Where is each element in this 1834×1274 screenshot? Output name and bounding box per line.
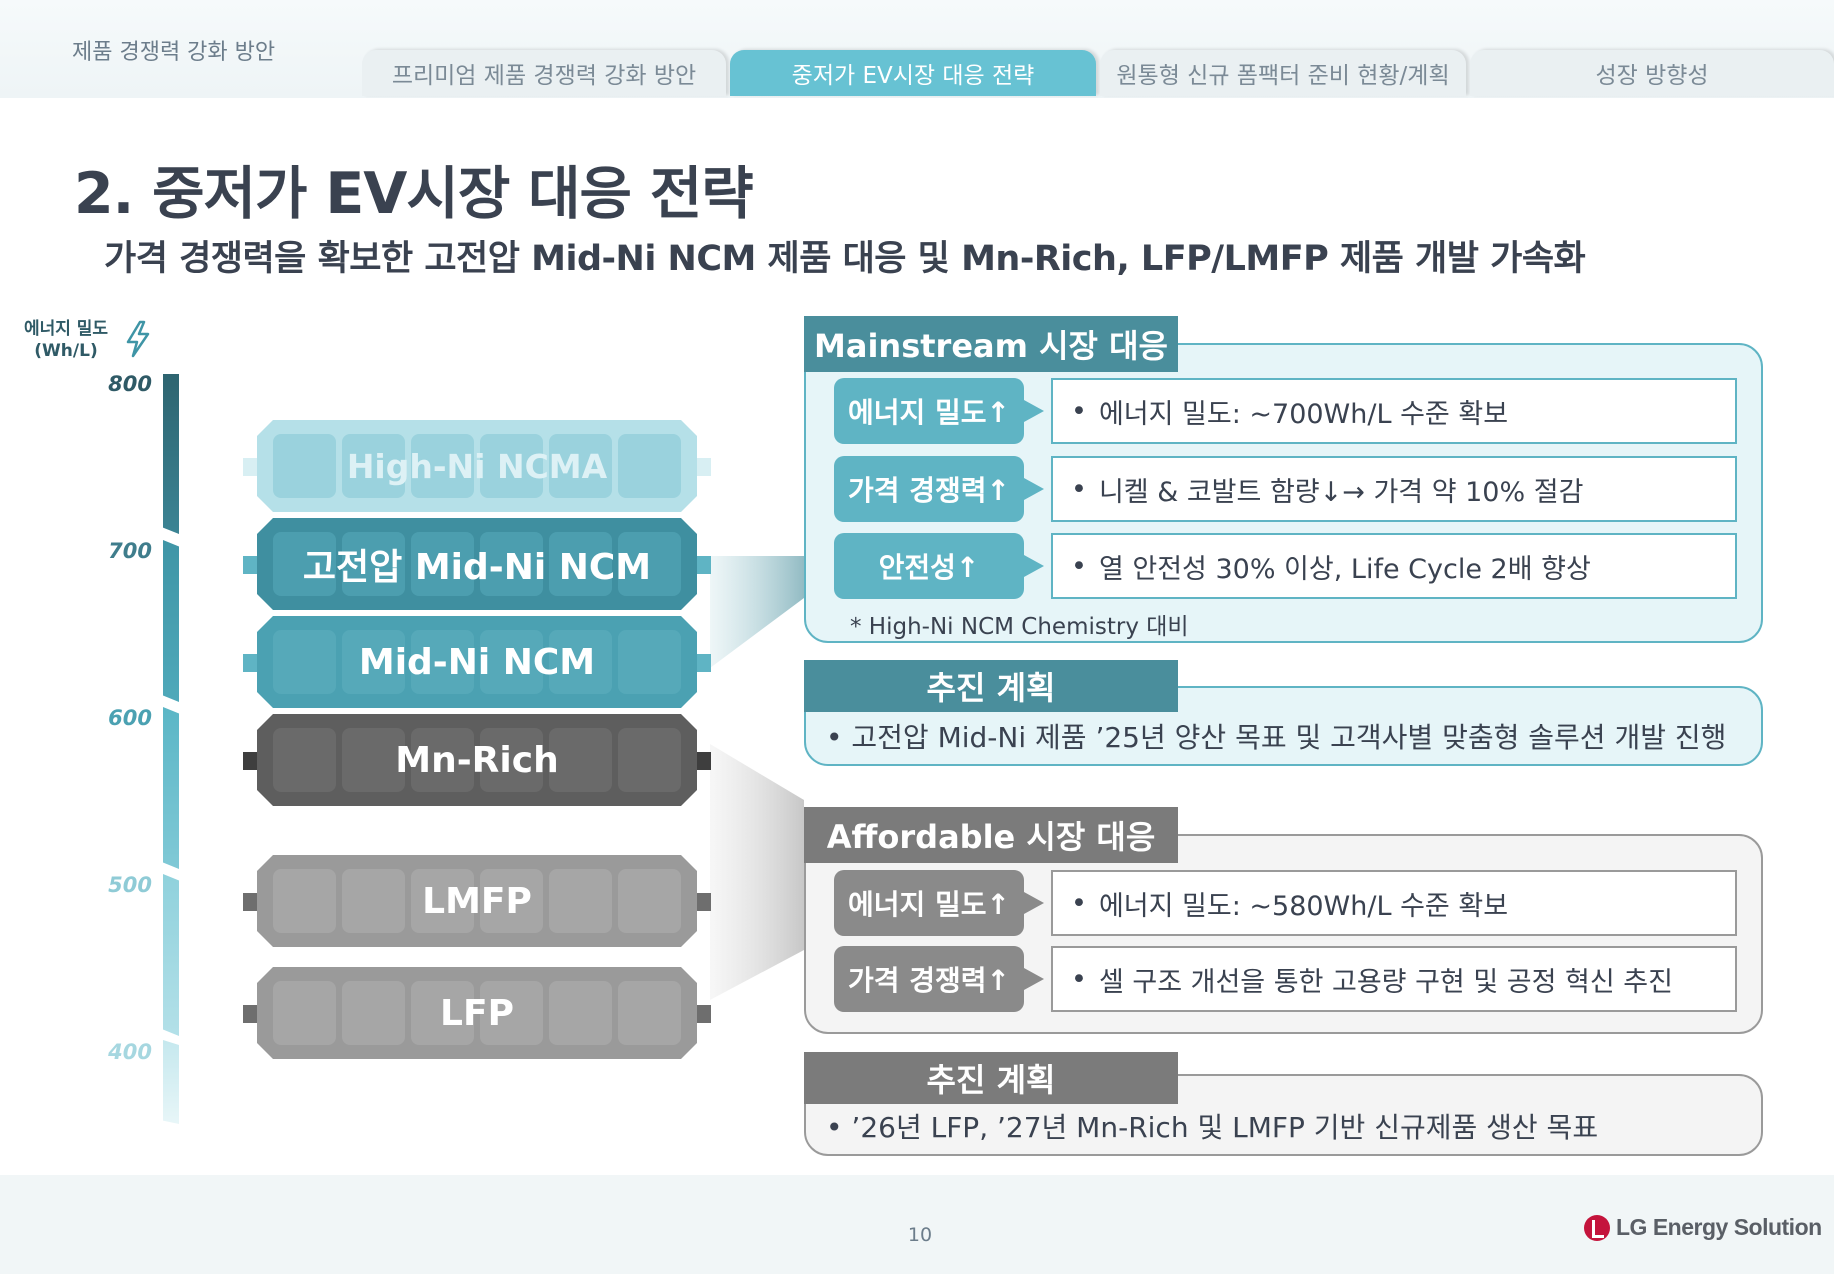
tab-mid-low-ev[interactable]: 중저가 EV시장 대응 전략 [730, 50, 1096, 96]
mainstream-header: Mainstream 시장 대응 [804, 316, 1178, 372]
footer-band [0, 1175, 1834, 1274]
tick-label-400: 400 [108, 1040, 152, 1064]
tab-cylindrical[interactable]: 원통형 신규 폼팩터 준비 현황/계획 [1100, 50, 1466, 96]
pill-safety: 안전성↑ [834, 533, 1044, 599]
affordable-plan-text: • ’26년 LFP, ’27년 Mn-Rich 및 LMFP 기반 신규제품 … [826, 1111, 1599, 1144]
desc-text: 에너지 밀도: ~700Wh/L 수준 확보 [1098, 398, 1509, 430]
page-subtitle: 가격 경쟁력을 확보한 고전압 Mid-Ni NCM 제품 대응 및 Mn-Ri… [104, 239, 1586, 279]
desc-price-competitiveness: • 셀 구조 개선을 통한 고용량 구현 및 공정 혁신 추진 [1051, 946, 1737, 1012]
tick-label-700: 700 [108, 539, 152, 563]
pack-label: LFP [440, 992, 514, 1034]
brand-logo: LG Energy Solution [1584, 1214, 1822, 1241]
tick-label-800: 800 [108, 372, 152, 396]
tab-growth[interactable]: 성장 방향성 [1470, 50, 1834, 96]
axis-segment-800-700 [163, 374, 179, 534]
axis-title: 에너지 밀도 (Wh/L) [23, 319, 109, 361]
desc-price-competitiveness: • 니켈 & 코발트 함량↓→ 가격 약 10% 절감 [1051, 456, 1737, 522]
desc-text: 니켈 & 코발트 함량↓→ 가격 약 10% 절감 [1098, 476, 1584, 508]
bullet: • [1071, 550, 1087, 582]
pack-label: High-Ni NCMA [346, 446, 608, 486]
pack-lfp: LFP [243, 967, 711, 1059]
bullet: • [1071, 473, 1087, 505]
desc-energy-density: • 에너지 밀도: ~700Wh/L 수준 확보 [1051, 378, 1737, 444]
page-number: 10 [907, 1224, 933, 1246]
axis-segment-500-400 [163, 874, 179, 1036]
mainstream-note: * High-Ni NCM Chemistry 대비 [850, 614, 1189, 640]
axis-segment-600-500 [163, 707, 179, 869]
tick-label-600: 600 [108, 706, 152, 730]
tab-premium[interactable]: 프리미엄 제품 경쟁력 강화 방안 [362, 50, 726, 96]
mainstream-plan-text: • 고전압 Mid-Ni 제품 ’25년 양산 목표 및 고객사별 맞춤형 솔루… [826, 721, 1727, 754]
axis-segment-below-400 [163, 1040, 179, 1124]
brand-name: LG Energy Solution [1616, 1214, 1822, 1240]
pack-mid-ni-ncm: Mid-Ni NCM [243, 616, 711, 708]
tick-label-500: 500 [108, 873, 152, 897]
desc-text: 열 안전성 30% 이상, Life Cycle 2배 향상 [1098, 553, 1591, 585]
pack-label: 고전압 Mid-Ni NCM [302, 547, 652, 588]
bullet: • [1071, 395, 1087, 427]
desc-text: 에너지 밀도: ~580Wh/L 수준 확보 [1098, 890, 1509, 922]
bullet: • [1071, 887, 1087, 919]
pill-energy-density: 에너지 밀도↑ [834, 378, 1044, 444]
section-label: 제품 경쟁력 강화 방안 [72, 40, 276, 65]
pack-label: Mn-Rich [395, 739, 559, 781]
pack-mn-rich: Mn-Rich [243, 714, 711, 806]
lightning-bolt-icon [126, 320, 150, 358]
pack-high-voltage-mid-ni-ncm: 고전압 Mid-Ni NCM [243, 518, 711, 610]
pill-price-competitiveness: 가격 경쟁력↑ [834, 946, 1044, 1012]
pack-label: LMFP [422, 880, 532, 922]
axis-segment-700-600 [163, 540, 179, 702]
mainstream-plan-header: 추진 계획 [804, 660, 1178, 712]
pack-label: Mid-Ni NCM [358, 641, 596, 683]
affordable-plan-header: 추진 계획 [804, 1052, 1178, 1104]
desc-safety: • 열 안전성 30% 이상, Life Cycle 2배 향상 [1051, 533, 1737, 599]
pill-energy-density: 에너지 밀도↑ [834, 870, 1044, 936]
pill-price-competitiveness: 가격 경쟁력↑ [834, 456, 1044, 522]
affordable-header: Affordable 시장 대응 [804, 807, 1178, 863]
desc-text: 셀 구조 개선을 통한 고용량 구현 및 공정 혁신 추진 [1098, 966, 1673, 998]
pack-high-ni-ncma: High-Ni NCMA [243, 420, 711, 512]
lg-logo-icon [1584, 1214, 1610, 1241]
page-title: 2. 중저가 EV시장 대응 전략 [74, 161, 754, 227]
desc-energy-density: • 에너지 밀도: ~580Wh/L 수준 확보 [1051, 870, 1737, 936]
bullet: • [1071, 963, 1087, 995]
pack-lmfp: LMFP [243, 855, 711, 947]
